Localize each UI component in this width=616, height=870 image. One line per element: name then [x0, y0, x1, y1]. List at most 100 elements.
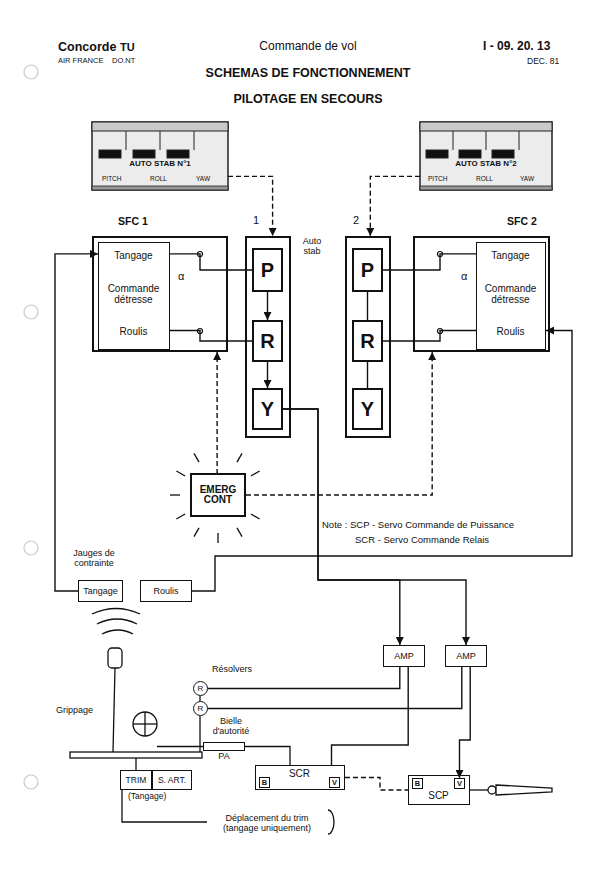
autostab-panel: AUTO STAB N°1PITCHROLLYAW [92, 122, 228, 190]
panel-frame [420, 122, 552, 190]
switch-label: YAW [196, 175, 210, 182]
control-grip [108, 648, 122, 668]
base-plate [70, 752, 202, 758]
autostab-panel: AUTO STAB N°2PITCH ROLL YAW [420, 122, 552, 190]
box-label: V [332, 779, 337, 787]
autostab-panel-drawing [92, 122, 228, 190]
part-label: Grippage [56, 705, 93, 715]
gauge-arc [102, 630, 133, 634]
strain-gauge-label: Jauges de contrainte [62, 548, 126, 569]
page-title: SCHEMAS DE FONCTIONNEMENT [158, 66, 458, 80]
box-label: B [262, 779, 267, 787]
revision-date: DEC. 81 [527, 57, 559, 67]
box-label: Roulis [153, 587, 178, 596]
authority-rod-box: PA [203, 742, 245, 751]
box-label: Commande détresse [99, 283, 168, 305]
box-label: PA [204, 752, 244, 762]
relay-servo-box: SCRBV [255, 765, 345, 790]
switch-label: ROLL [476, 175, 493, 182]
emergency-control-unit: TangageCommande détresseRoulis [98, 242, 170, 350]
roll-box: R [252, 320, 283, 362]
panel-band [92, 186, 228, 190]
signal-line [170, 331, 252, 341]
switch-label: PITCH [428, 175, 448, 182]
box-label: Commande détresse [477, 283, 544, 305]
panel-divider [194, 131, 195, 150]
note-text: Note : SCP - Servo Commande de Puissance [322, 520, 514, 531]
panel-label: AUTO STAB N°2 [420, 160, 552, 169]
computer-label: SFC 1 [118, 216, 148, 228]
amplifier-box: AMP [383, 645, 425, 667]
yaw-box: Y [352, 388, 383, 430]
switch-guard [426, 150, 448, 158]
control-wheel [133, 712, 157, 736]
angle-symbol: α [461, 270, 467, 282]
box-label: TRIM [126, 776, 147, 785]
gauge-arc [97, 619, 137, 624]
switch-guard [133, 150, 155, 158]
signal-line [383, 331, 476, 341]
elevator-surface [496, 785, 552, 795]
elevator-link [470, 789, 488, 790]
dashed-signal-line [228, 176, 273, 236]
signal-line [332, 667, 409, 765]
trim-link [135, 758, 136, 770]
switch-guard [167, 150, 189, 158]
trim-note: Déplacement du trim (tangage uniquement) [212, 813, 322, 834]
emergency-control-unit: TangageCommande détresseRoulis [476, 242, 546, 350]
autostab-channel: 2PRY [345, 236, 391, 438]
strain-gauge-box: Roulis [140, 580, 192, 602]
box-label: SCP [409, 790, 468, 801]
elevator-hinge [488, 786, 496, 794]
signal-line [170, 254, 252, 270]
autostab-panel-drawing [420, 122, 552, 190]
signal-line [367, 362, 368, 388]
switch-label: YAW [520, 175, 534, 182]
emergency-control-button: EMERG CONT [190, 473, 246, 517]
binder-hole [24, 775, 38, 789]
flight-computer-box: SFC 1αTangageCommande détresseRoulis [92, 236, 228, 352]
switch-label: PITCH [102, 175, 122, 182]
box-label: R [198, 685, 204, 693]
part-label: Bielle d'autorité [206, 716, 256, 737]
switch-contacts [198, 252, 443, 334]
autostab-channel: 1PRY [245, 236, 291, 438]
panel-divider [126, 131, 127, 150]
box-label: R [260, 331, 274, 351]
model-code: TU [120, 41, 135, 54]
box-label: R [198, 705, 204, 713]
panel-band [420, 186, 552, 190]
binder-hole [24, 65, 38, 79]
panel-divider [453, 131, 454, 150]
angle-symbol: α [178, 270, 184, 282]
computer-label: SFC 2 [507, 216, 537, 228]
roll-box: R [352, 320, 383, 362]
glow-ray [251, 471, 260, 476]
flight-computer-box: SFC 2αTangageCommande détresseRoulis [413, 236, 550, 352]
channel-number: 1 [253, 214, 259, 226]
servo-port: B [412, 778, 423, 789]
dashed-signal-line [246, 352, 432, 495]
panel-band [92, 122, 228, 131]
department-code: DO.NT [112, 57, 135, 66]
panel-band [420, 122, 552, 131]
warning-glow [170, 453, 260, 543]
yaw-box: Y [252, 388, 283, 430]
box-label: P [261, 260, 274, 280]
note-text: SCR - Servo Commande Relais [355, 535, 489, 546]
control-stick [113, 668, 115, 752]
panel-divider [486, 131, 487, 150]
signal-line [460, 667, 471, 778]
dashed-signal-line [370, 176, 420, 236]
box-label: Tangage [99, 250, 168, 261]
resolver-circle: R [193, 701, 208, 716]
glow-ray [194, 453, 199, 462]
glow-ray [237, 453, 242, 462]
chapter-title: Commande de vol [208, 40, 408, 54]
binder-holes [24, 65, 38, 789]
panel-label: AUTO STAB N°1 [92, 160, 228, 169]
signal-line [192, 331, 572, 591]
box-label: Roulis [477, 326, 544, 337]
binder-hole [24, 305, 38, 319]
box-label: AMP [394, 652, 414, 661]
